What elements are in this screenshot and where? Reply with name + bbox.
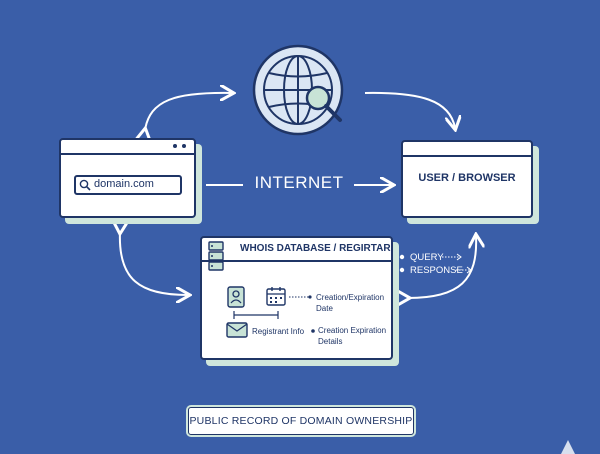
whois-database-window: WHOIS DATABASE / REGIRTAR Creation/Expir… — [200, 236, 393, 360]
response-label: RESPONSE — [410, 265, 463, 276]
window-dot — [182, 144, 186, 148]
query-label: QUERY — [410, 252, 444, 263]
search-icon — [79, 179, 91, 191]
registrant-info-label: Registrant Info — [252, 327, 305, 336]
creation-details-label: Creation Expiration Details — [318, 326, 387, 346]
calendar-icon — [266, 287, 286, 306]
footer-caption: PUBLIC RECORD OF DOMAIN OWNERSHIP — [189, 415, 413, 427]
footer-caption-box: PUBLIC RECORD OF DOMAIN OWNERSHIP — [188, 407, 414, 435]
user-browser-label: USER / BROWSER — [418, 172, 516, 184]
window-dot — [173, 144, 177, 148]
search-text: domain.com — [94, 178, 154, 190]
bullet-icon — [311, 329, 315, 333]
database-title: WHOIS DATABASE / REGIRTAR — [240, 243, 391, 254]
link-line — [233, 311, 279, 319]
person-icon — [227, 286, 245, 308]
internet-label: INTERNET — [254, 173, 344, 192]
globe-icon — [252, 44, 344, 136]
database-titlebar — [202, 238, 391, 262]
browser-window: domain.com — [59, 138, 196, 218]
domain-search-input[interactable]: domain.com — [74, 175, 182, 195]
server-icon — [208, 241, 224, 271]
window-titlebar — [403, 142, 531, 157]
magnifier-icon — [305, 85, 342, 122]
dotted-connector — [289, 295, 312, 299]
creation-date-label: Creation/Expiration Date — [316, 293, 385, 313]
envelope-icon — [226, 322, 248, 338]
user-browser-window: USER / BROWSER — [401, 140, 533, 218]
window-titlebar — [61, 140, 194, 155]
